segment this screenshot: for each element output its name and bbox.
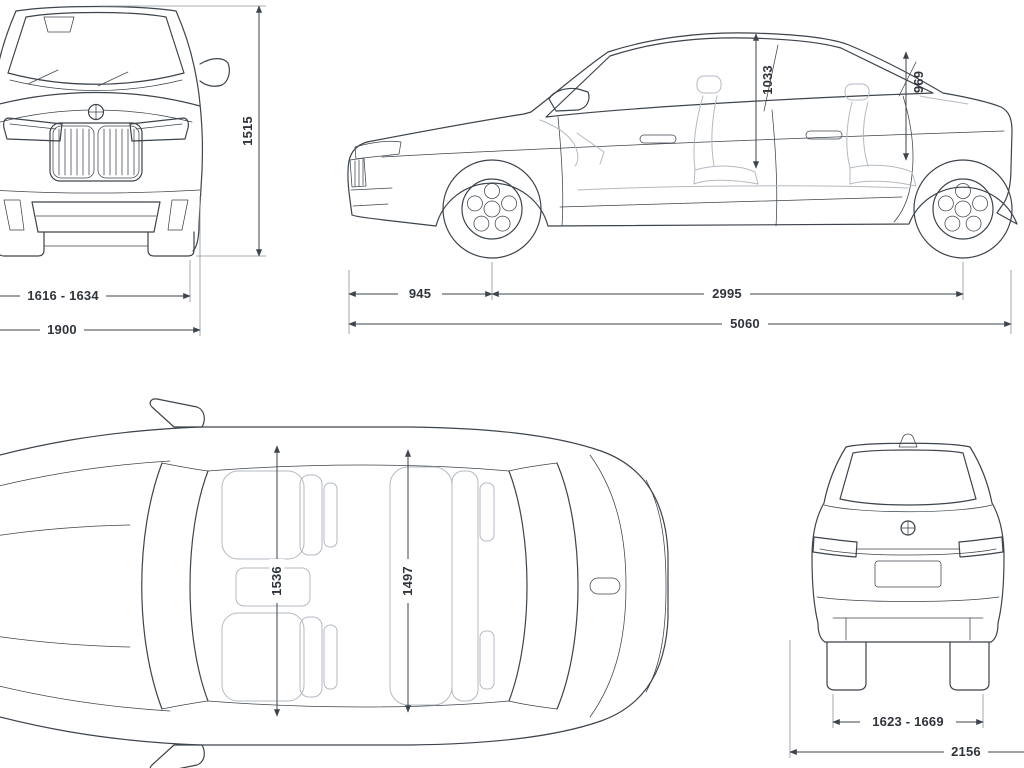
wipers: [27, 69, 129, 87]
dim-overall-width: 1900: [0, 196, 201, 338]
roof-sides: [207, 464, 510, 708]
grille-slats: [58, 128, 135, 176]
front-wheels: [0, 231, 195, 257]
rear-bmw-roundel-icon: [900, 520, 916, 536]
rear-window-band: [508, 462, 579, 710]
dim-label-track: 1616 - 1634: [27, 288, 99, 303]
front-windshield: [7, 11, 185, 91]
rear-wheels: [826, 641, 990, 691]
dim-wheelbase: 2995: [491, 262, 964, 302]
mirror-top: [149, 398, 205, 428]
top-body-outline: [0, 426, 669, 746]
rear-view: 1623 - 1669 2156: [789, 433, 1024, 760]
hood-creases: [0, 460, 171, 712]
headlight-right: [129, 117, 189, 142]
door-handles: [639, 130, 843, 144]
rear-wheel: [913, 159, 1013, 259]
trunk-seam: [589, 454, 627, 718]
headlight-left: [3, 117, 63, 142]
windshield-band: [141, 462, 209, 710]
dim-label-width: 1900: [47, 322, 77, 337]
license-plate-recess: [874, 560, 942, 588]
interior-mirror: [43, 16, 75, 33]
dim-front-overhang: 945: [348, 262, 493, 334]
rear-shoulder-line: [823, 504, 993, 513]
side-pillars: [763, 44, 917, 112]
dim-label-width-mirrors: 2156: [951, 744, 981, 759]
dim-label-height: 1515: [240, 116, 255, 146]
rear-body-outline: [811, 442, 1005, 643]
mirror-bottom: [149, 744, 205, 768]
roof-fin-antenna: [589, 577, 621, 595]
rear-fin-antenna: [898, 433, 918, 448]
dim-rear-headroom: 969: [902, 51, 926, 161]
top-view: 1536 1497: [0, 398, 669, 768]
taillight-right: [958, 536, 1004, 558]
side-mirror-right: [199, 58, 230, 87]
dim-height: 1515: [100, 5, 266, 257]
dim-label-rear-shoulder: 1497: [400, 566, 415, 596]
side-greenhouse: [545, 37, 934, 118]
front-wheel: [442, 159, 542, 259]
dim-label-front-shoulder: 1536: [269, 566, 284, 596]
side-interior: [539, 75, 969, 191]
taillight-left: [812, 536, 858, 558]
rear-window: [839, 449, 977, 506]
dim-rear-shoulder-width: 1497: [400, 449, 416, 713]
side-headlight: [349, 140, 402, 207]
top-interior-seats: [221, 466, 495, 706]
dim-rear-track: 1623 - 1669: [832, 694, 984, 730]
dim-front-headroom: 1033: [752, 33, 775, 169]
front-car-outline: [0, 5, 203, 252]
door-seams: [557, 95, 914, 227]
front-lower-intake: [3, 199, 189, 233]
side-body-outline: [347, 32, 1018, 227]
trunk-crease: [819, 548, 997, 556]
bmw-roundel-icon: [87, 103, 105, 121]
dim-label-length: 5060: [730, 316, 760, 331]
kidney-grille: [49, 122, 143, 182]
dim-label-rear-track: 1623 - 1669: [872, 714, 944, 729]
side-mirror: [548, 87, 590, 112]
dim-width-incl-mirrors: 2156: [789, 640, 1024, 760]
front-bumper-line: [0, 189, 201, 194]
dim-track-width: 1616 - 1634: [0, 260, 191, 304]
dim-overall-length: 5060: [348, 270, 1012, 334]
dim-front-shoulder-width: 1536: [269, 445, 285, 717]
dim-label-front-overhang: 945: [409, 286, 431, 301]
side-view: 1033 969 945 2995 5060: [347, 32, 1018, 334]
front-view: 1515 1616 - 1634 1900: [0, 5, 266, 338]
dim-label-front-headroom: 1033: [760, 65, 775, 95]
dim-label-rear-headroom: 969: [911, 71, 926, 93]
rear-bumper-seam: [645, 479, 667, 693]
rear-bumper: [816, 596, 1000, 641]
dim-label-wheelbase: 2995: [712, 286, 742, 301]
